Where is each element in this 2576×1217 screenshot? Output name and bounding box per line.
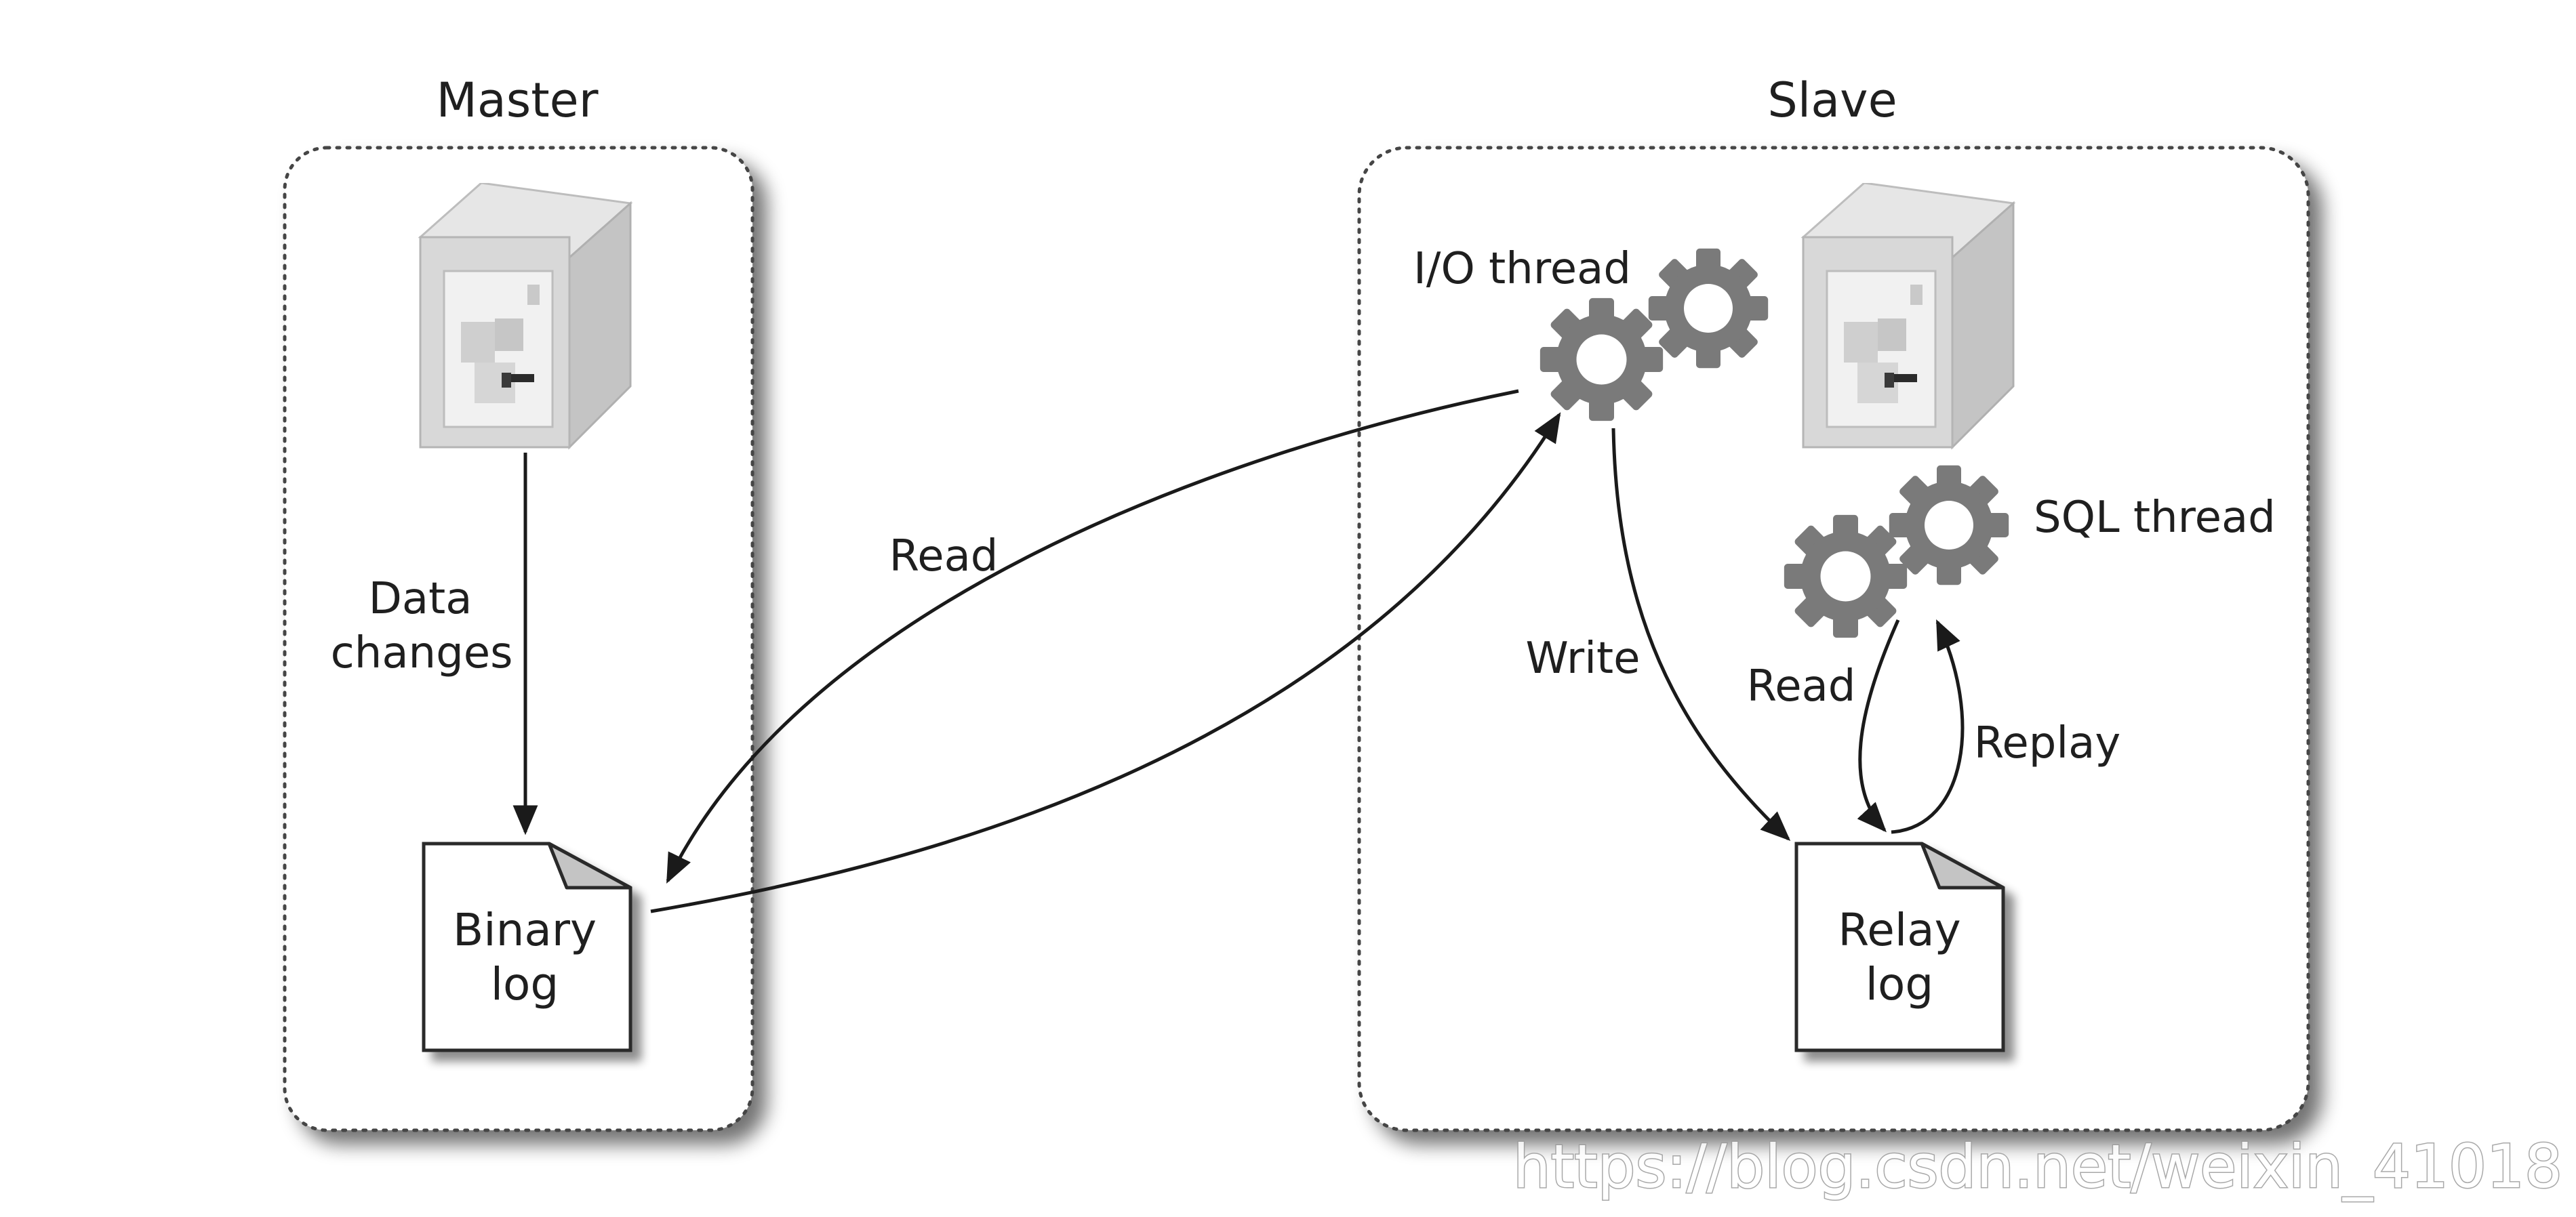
watermark-text: https://blog.csdn.net/weixin_41018 [1513, 1132, 2562, 1201]
read-relay-label: Read [1747, 661, 1856, 711]
binary-log-document [422, 842, 632, 1052]
data-changes-label-line2: changes [331, 628, 513, 678]
sql-thread-gear-icon [1889, 465, 2009, 585]
sql-thread-label: SQL thread [2034, 493, 2276, 543]
master-title: Master [436, 73, 598, 128]
read-relay-arrow [1857, 619, 1900, 833]
relay-log-label-line1: Relay [1838, 904, 1960, 956]
io-thread-gear-icon [1539, 297, 1664, 421]
write-relay-label: Write [1526, 634, 1641, 684]
replay-arrow [1891, 619, 1965, 834]
io-thread-gear-icon [1648, 248, 1769, 369]
binary-log-label-line2: log [491, 958, 559, 1010]
relay-log-label-line2: log [1866, 958, 1934, 1010]
sql-thread-gear-icon [1784, 514, 1908, 638]
read-binlog-label: Read [889, 531, 999, 581]
slave-title: Slave [1767, 73, 1897, 128]
slave-server-icon [1802, 183, 2015, 449]
binary-log-label-line1: Binary [453, 904, 597, 956]
binlog-to-io-thread-arrow [650, 412, 1561, 913]
write-relay-arrow [1611, 428, 1791, 842]
master-panel [283, 146, 754, 1132]
relay-log-document [1794, 842, 2005, 1052]
replay-label: Replay [1974, 718, 2120, 768]
data-changes-label-line1: Data [369, 574, 472, 624]
io-thread-label: I/O thread [1413, 244, 1631, 294]
read-binlog-request-arrow [666, 389, 1519, 884]
master-server-icon [419, 183, 632, 449]
